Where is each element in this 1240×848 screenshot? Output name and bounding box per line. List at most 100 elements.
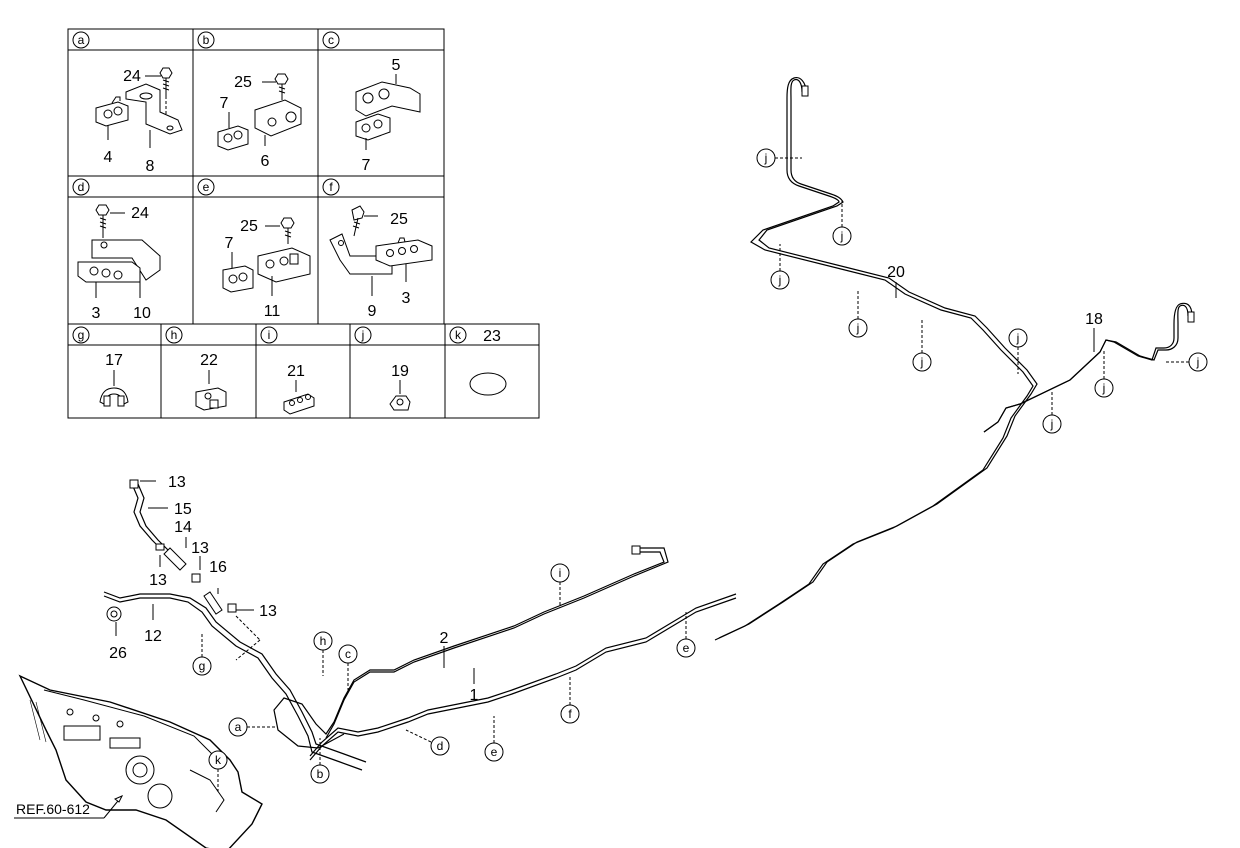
panel-k-part-23: 23 [483,328,501,345]
panel-d-parts: 24 10 3 [77,204,161,322]
marker-a: a [228,717,276,737]
marker-j-9: j [1042,390,1062,434]
panel-i-part-21: 21 [287,363,305,380]
panel-k-letter: k [455,328,462,342]
panel-f-part-25: 25 [390,211,408,228]
svg-text:j: j [1102,381,1106,395]
svg-text:d: d [437,739,444,753]
svg-text:g: g [199,659,206,673]
panel-c-parts: 5 7 [355,57,421,174]
panel-f-letter: f [329,180,333,194]
svg-text:j: j [920,355,924,369]
panel-h-letter: h [171,328,178,342]
panel-f-part-9: 9 [368,303,377,320]
panel-a-header: a [72,31,90,49]
fuel-pipe-1 [309,593,737,761]
svg-text:j: j [1196,355,1200,369]
marker-j-5: j [912,318,932,372]
panel-c-letter: c [328,33,334,47]
panel-c-header: c [322,31,340,49]
panel-d-part-10: 10 [133,305,151,322]
svg-text:f: f [568,707,572,721]
panel-j-header: j [354,326,372,344]
callout-13-right: 13 [259,603,277,620]
panel-b-letter: b [203,33,210,47]
panel-k-parts [469,372,507,396]
callout-20: 20 [887,264,905,281]
marker-e-1: e [676,612,696,658]
marker-f: f [560,676,580,724]
marker-j-6: j [1008,328,1028,374]
fuel-pipe-18 [983,302,1195,433]
panel-d-header: d [72,178,90,196]
filter-assembly [129,479,261,661]
callout-26: 26 [109,645,127,662]
callout-18: 18 [1085,311,1103,328]
panel-d-part-24: 24 [131,205,149,222]
marker-h: h [313,631,333,676]
panel-b-header: b [197,31,215,49]
panel-g-letter: g [78,328,85,342]
panel-a-part-4: 4 [104,149,113,166]
panel-e-header: e [197,178,215,196]
callout-1: 1 [470,687,479,704]
panel-i-header: i [260,326,278,344]
panel-e-parts: 25 11 7 [222,217,311,320]
panel-h-parts: 22 [195,352,227,411]
fuel-pipe-2 [273,545,669,749]
panel-d-letter: d [78,180,85,194]
ref-text: REF.60-612 [16,801,90,817]
callout-13-top: 13 [168,474,186,491]
leader-lines [115,282,1095,684]
marker-j-7: j [1094,350,1114,398]
panel-a-parts: 24 8 4 [95,67,183,175]
marker-j-1: j [756,148,802,168]
callout-16: 16 [209,559,227,576]
marker-j-2: j [832,200,852,246]
panel-h-header: h [165,326,183,344]
panel-k-header: k 23 [449,326,501,345]
svg-text:j: j [1050,417,1054,431]
marker-k: k [208,750,228,794]
panel-j-parts: 19 [389,363,411,411]
marker-j-4: j [848,290,868,338]
panel-i-parts: 21 [283,363,315,415]
marker-i: i [550,563,570,608]
panel-b-part-7: 7 [220,95,229,112]
panel-h-part-22: 22 [200,352,218,369]
callout-12: 12 [144,628,162,645]
clip-table [67,28,540,419]
panel-c-part-7: 7 [362,157,371,174]
panel-b-part-6: 6 [261,153,270,170]
marker-c: c [338,644,358,690]
svg-text:a: a [235,720,242,734]
svg-text:e: e [491,745,498,759]
svg-text:c: c [345,647,351,661]
svg-text:j: j [840,229,844,243]
panel-f-header: f [322,178,340,196]
panel-f-parts: 25 9 3 [329,205,433,320]
panel-e-part-25: 25 [240,218,258,235]
svg-text:j: j [764,151,768,165]
marker-d: d [405,729,450,756]
panel-i-letter: i [268,328,271,342]
panel-j-letter: j [361,328,365,342]
callout-13-left: 13 [149,572,167,589]
firewall-panel [18,674,263,848]
panel-f-part-3: 3 [402,290,411,307]
svg-text:h: h [320,634,327,648]
svg-text:i: i [559,566,562,580]
panel-b-part-25: 25 [234,74,252,91]
fuel-pipe-20 [714,77,1038,641]
panel-e-part-11: 11 [264,303,281,320]
svg-text:k: k [215,753,222,767]
panel-a-part-24: 24 [123,68,141,85]
marker-b: b [310,738,330,784]
svg-text:b: b [317,767,324,781]
callout-2: 2 [440,630,449,647]
marker-g: g [192,632,212,676]
grommet-23 [469,372,507,396]
svg-text:j: j [856,321,860,335]
marker-j-8: j [1164,352,1208,372]
